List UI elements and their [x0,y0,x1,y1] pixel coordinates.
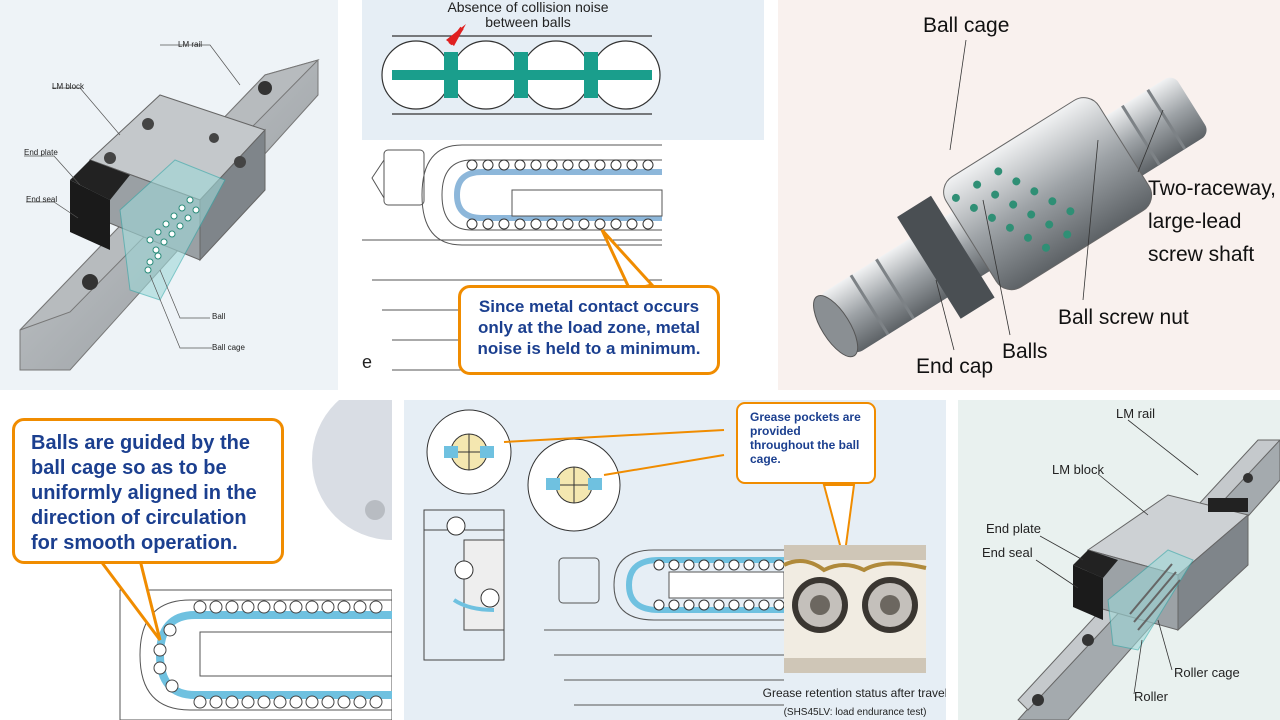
grease-caption: Grease retention status after travel (SH… [760,684,946,720]
label-roller-end-plate: End plate [986,521,1041,536]
panel-grease: Grease pockets are provided throughout t… [404,400,946,720]
panel-collision-noise: Absence of collision noise between balls… [362,0,764,390]
label-end-plate: End plate [24,148,58,157]
grease-caption-line1: Grease retention status after travel [762,686,946,700]
panel-ball-screw: Ball cage Two-raceway, large-lead screw … [778,0,1280,390]
label-roller-lm-rail: LM rail [1116,406,1156,421]
collision-noise-callout: Since metal contact occurs only at the l… [458,285,720,375]
two-raceway-line3: screw shaft [1148,243,1255,266]
label-ball-cage: Ball cage [212,343,245,352]
collision-noise-title: Absence of collision noise between balls [438,0,618,30]
label-roller-cage: Roller cage [1174,665,1240,680]
two-raceway-line1: Two-raceway, [1148,177,1276,200]
guided-balls-illustration [97,400,392,720]
two-raceway-line2: large-lead [1148,210,1242,233]
label-two-raceway: Two-raceway, large-lead screw shaft [1148,172,1276,271]
grease-illustration [423,409,927,706]
label-roller-lm-block: LM block [1052,462,1105,477]
guided-balls-callout: Balls are guided by the ball cage so as … [12,418,284,564]
label-screw-ball-cage: Ball cage [923,14,1010,37]
label-ball-screw-nut: Ball screw nut [1058,306,1189,329]
edge-letter: e [362,352,373,372]
label-end-seal: End seal [26,195,58,204]
panel-guided-balls: Balls are guided by the ball cage so as … [0,400,392,720]
label-lm-block: LM block [52,82,85,91]
ball-screw-illustration [813,39,1207,358]
collision-title-line1: Absence of collision noise [447,0,609,15]
grease-caption-line2: (SHS45LV: load endurance test) [783,707,927,718]
label-balls: Balls [1002,340,1048,363]
label-roller: Roller [1134,689,1168,704]
lm-guide-ball-illustration [19,44,320,371]
collision-title-line2: between balls [485,14,571,30]
label-lm-rail: LM rail [178,40,203,49]
lm-guide-roller-illustration [1017,419,1280,720]
panel-lm-guide-ball: LM rail LM block End plate End seal Ball… [0,0,338,390]
panel-lm-guide-roller: LM rail LM block End plate End seal Roll… [958,400,1280,720]
grease-callout: Grease pockets are provided throughout t… [736,402,876,484]
label-end-cap: End cap [916,355,994,378]
label-roller-end-seal: End seal [982,545,1033,560]
label-ball: Ball [212,312,226,321]
